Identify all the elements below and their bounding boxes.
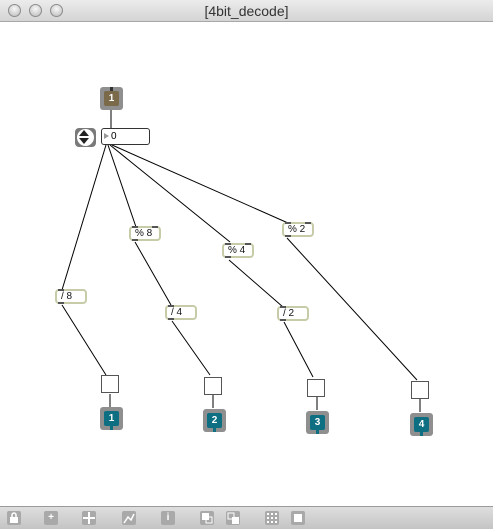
snap-icon[interactable] — [291, 511, 305, 525]
outlet-port — [280, 319, 286, 321]
patch-cord — [286, 237, 418, 381]
outlet-port — [225, 256, 231, 258]
patcher-canvas[interactable]: 1 0 / 8 % 8 / 4 % 4 / 2 — [0, 22, 493, 506]
inlet-port — [285, 222, 291, 224]
move-icon[interactable] — [82, 511, 96, 525]
divide-4-label: / 4 — [171, 307, 183, 318]
outlet-1[interactable]: 1 — [100, 407, 123, 430]
modulo-8-label: % 8 — [135, 228, 153, 239]
inlet-port — [152, 226, 158, 228]
inlet-1[interactable]: 1 — [100, 87, 123, 110]
outlet-port — [110, 426, 113, 430]
minimize-window-button[interactable] — [29, 4, 42, 17]
outlet-1-label: 1 — [104, 411, 119, 426]
divide-2-label: / 2 — [283, 308, 295, 319]
modulo-2-object[interactable]: % 2 — [282, 222, 314, 237]
outlet-port — [316, 430, 319, 434]
inlet-port — [58, 289, 64, 291]
arrow-up-icon — [79, 130, 89, 136]
toggle-bit-1[interactable] — [101, 375, 119, 393]
close-window-button[interactable] — [8, 4, 21, 17]
outlet-3[interactable]: 3 — [306, 411, 329, 434]
inlet-port — [110, 87, 113, 91]
inlet-port — [132, 226, 138, 228]
ungroup-icon[interactable] — [226, 511, 240, 525]
patch-cord — [109, 144, 231, 243]
arrow-down-icon — [79, 138, 89, 144]
patch-cord — [61, 144, 107, 291]
toggle-bit-2[interactable] — [204, 377, 222, 395]
patch-cord — [61, 304, 107, 376]
zoom-window-button[interactable] — [50, 4, 63, 17]
patch-cord — [107, 144, 137, 228]
patch-cord — [134, 241, 172, 306]
add-object-icon[interactable]: + — [44, 511, 58, 525]
number-box[interactable]: 0 — [101, 128, 150, 145]
outlet-2-label: 2 — [207, 413, 222, 428]
outlet-2[interactable]: 2 — [203, 409, 226, 432]
modulo-2-label: % 2 — [288, 224, 306, 235]
patch-cords — [61, 110, 421, 412]
inlet-port — [245, 243, 251, 245]
divide-2-object[interactable]: / 2 — [277, 306, 309, 321]
outlet-port — [285, 235, 291, 237]
divide-8-label: / 8 — [61, 291, 73, 302]
modulo-4-label: % 4 — [228, 245, 246, 256]
inlet-port — [305, 222, 311, 224]
outlet-port — [420, 432, 423, 436]
toggle-bit-3[interactable] — [307, 379, 325, 397]
inlet-port — [280, 306, 286, 308]
inspector-icon[interactable]: i — [161, 511, 175, 525]
presentation-icon[interactable] — [122, 511, 136, 525]
patch-cord — [228, 259, 284, 308]
patch-cord — [111, 144, 289, 224]
number-box-value: 0 — [111, 131, 117, 142]
outlet-port — [168, 318, 174, 320]
modulo-4-object[interactable]: % 4 — [222, 243, 254, 258]
window-title: [4bit_decode] — [204, 3, 289, 19]
inlet-port — [168, 305, 174, 307]
inlet-port — [225, 243, 231, 245]
number-triangle-icon — [104, 133, 109, 139]
inlet-1-label: 1 — [104, 91, 119, 106]
outlet-port — [58, 302, 64, 304]
divide-8-object[interactable]: / 8 — [55, 289, 87, 304]
lock-icon[interactable] — [7, 511, 21, 525]
divide-4-object[interactable]: / 4 — [165, 305, 197, 320]
toggle-bit-4[interactable] — [411, 381, 429, 399]
grid-icon[interactable] — [265, 511, 279, 525]
outlet-4-label: 4 — [414, 417, 429, 432]
modulo-8-object[interactable]: % 8 — [129, 226, 161, 241]
group-icon[interactable] — [200, 511, 214, 525]
patch-cord — [283, 321, 314, 378]
patcher-toolbar: + i — [0, 506, 493, 529]
outlet-3-label: 3 — [310, 415, 325, 430]
outlet-port — [132, 239, 138, 241]
outlet-port — [213, 428, 216, 432]
title-bar: [4bit_decode] — [0, 0, 493, 22]
outlet-4[interactable]: 4 — [410, 413, 433, 436]
number-stepper-icon[interactable] — [75, 128, 96, 147]
patch-cord — [171, 320, 211, 376]
